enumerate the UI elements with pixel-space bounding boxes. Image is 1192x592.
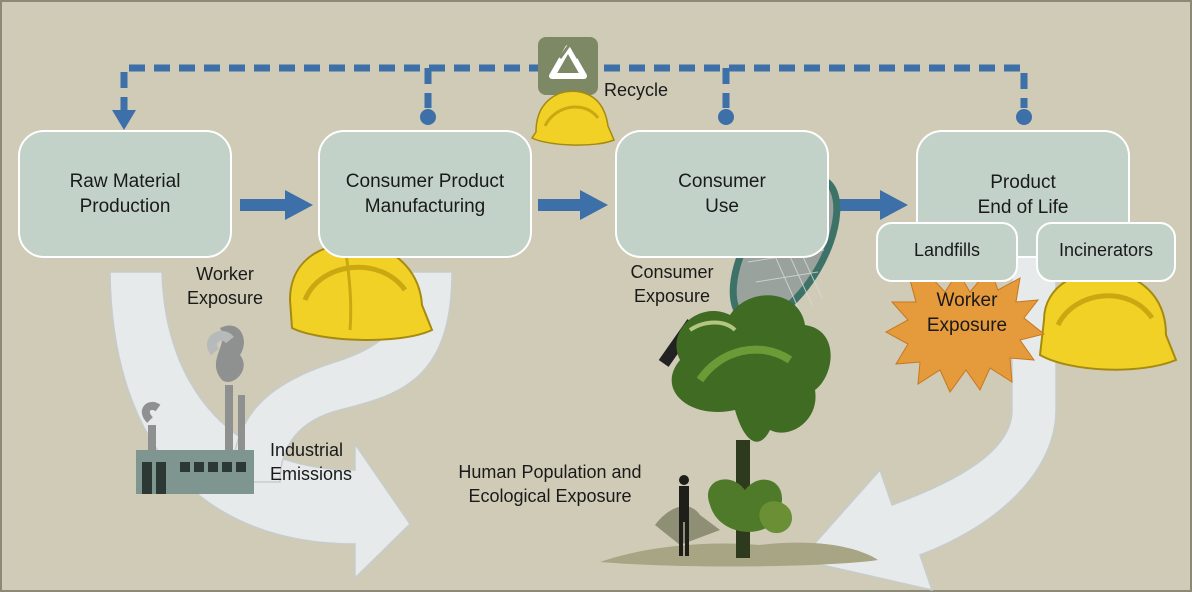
landfills-label: Landfills: [913, 240, 981, 260]
emission-arrow-raw-material: [109, 271, 411, 580]
flow-arrow-1: [240, 190, 313, 220]
landfills-box: Landfills: [876, 222, 1018, 282]
stage-raw-material-label: Raw Material Production: [69, 171, 181, 217]
burst-icon: [884, 267, 1046, 393]
incinerators-box: Incinerators: [1036, 222, 1176, 282]
hard-hat-icon-manufacturing: [288, 242, 434, 341]
factory-icon: [136, 325, 254, 494]
recycle-dot-use: [718, 109, 734, 125]
stage-manufacturing: Consumer Product Manufacturing: [318, 130, 532, 258]
stage-end-of-life-label: Product End of Life: [977, 172, 1069, 218]
recycle-arrowhead: [112, 110, 136, 130]
hard-hat-icon-recycle: [530, 90, 615, 146]
recycle-dot-manufacturing: [420, 109, 436, 125]
worker-exposure-right-label: Worker Exposure: [926, 290, 1008, 336]
incinerators-label: Incinerators: [1058, 240, 1154, 260]
person-figure: [679, 475, 689, 556]
flow-arrow-3: [835, 190, 908, 220]
recycle-dot-end-of-life: [1016, 109, 1032, 125]
stage-manufacturing-label: Consumer Product Manufacturing: [345, 171, 505, 217]
industrial-emissions-label: Industrial Emissions: [270, 440, 353, 484]
recycle-icon: [538, 37, 598, 95]
worker-exposure-left-label: Worker Exposure: [186, 264, 264, 308]
emission-arrow-end-of-life: [798, 255, 1057, 592]
stage-raw-material: Raw Material Production: [18, 130, 232, 258]
stage-consumer-use: Consumer Use: [615, 130, 829, 258]
flow-arrow-2: [538, 190, 608, 220]
recycle-loop: [120, 64, 1028, 113]
consumer-exposure-label: Consumer Exposure: [630, 262, 714, 306]
stage-consumer-use-label: Consumer Use: [678, 171, 766, 217]
recycle-loop-line: [120, 64, 1028, 113]
hard-hat-icon-end-of-life: [1038, 270, 1178, 371]
flow-arrows: [240, 190, 908, 220]
tree-scene-icon: [600, 295, 878, 567]
human-population-label: Human Population and Ecological Exposure: [458, 462, 642, 506]
recycle-label: Recycle: [604, 80, 669, 100]
